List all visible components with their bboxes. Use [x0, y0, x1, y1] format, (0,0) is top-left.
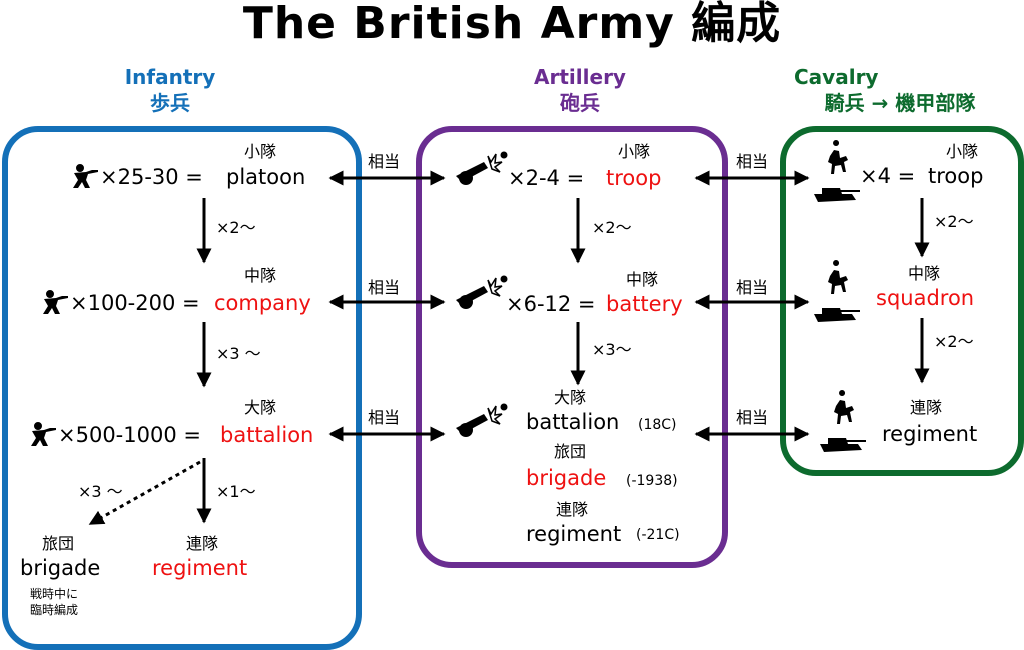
tank-icon [820, 438, 866, 452]
art-l1-label: 小隊 [618, 142, 651, 161]
inf-l2-count: ×100-200 = [70, 291, 200, 315]
art-l2-count: ×6-12 = [506, 292, 596, 316]
inf-l3-unit: battalion [220, 423, 314, 447]
inf-brigade-unit: brigade [20, 556, 101, 580]
inf-mult-3b: ×1～ [216, 482, 256, 501]
art-l2-unit: battery [606, 292, 683, 316]
art-l4-label: 旅団 [554, 442, 587, 461]
cannon-icon [456, 275, 508, 309]
inf-l2-label: 中隊 [244, 266, 277, 285]
inf-brigade-note2: 臨時編成 [30, 603, 79, 617]
infantry-name-en: Infantry [124, 65, 216, 89]
equiv-label: 相当 [736, 152, 769, 171]
inf-brigade-label: 旅団 [42, 534, 75, 553]
tank-icon [814, 188, 860, 202]
page-title: The British Army 編成 [242, 0, 782, 49]
artillery-box [416, 126, 728, 568]
art-l4-note: (-1938) [626, 473, 678, 489]
artillery-name-ja: 砲兵 [560, 91, 600, 115]
cav-l3-label: 連隊 [910, 398, 943, 417]
inf-l1-unit: platoon [226, 165, 306, 189]
equiv-label: 相当 [736, 278, 769, 297]
cavalry-name-en: Cavalry [794, 65, 879, 89]
cav-mult-1: ×2～ [934, 212, 974, 231]
art-l5-note: (-21C) [636, 527, 680, 543]
art-l3-unit: battalion [526, 410, 620, 434]
cavalry-header: Cavalry 騎兵 → 機甲部隊 [790, 64, 1010, 116]
infantry-name-ja: 歩兵 [150, 91, 190, 115]
horse-rider-icon [828, 260, 848, 294]
equiv-label: 相当 [368, 152, 401, 171]
tank-icon [814, 308, 860, 322]
equiv-label: 相当 [368, 278, 401, 297]
inf-regiment-label: 連隊 [186, 534, 219, 553]
cav-l1-label: 小隊 [946, 142, 979, 161]
cav-l1-count: ×4 = [860, 164, 916, 188]
cav-l2-label: 中隊 [908, 264, 941, 283]
inf-l1-count: ×25-30 = [100, 165, 203, 189]
art-l4-unit: brigade [526, 466, 607, 490]
inf-l1-label: 小隊 [244, 142, 277, 161]
inf-brigade-note1: 戦時中に [30, 587, 79, 601]
soldier-icon [31, 422, 56, 446]
equiv-label: 相当 [368, 408, 401, 427]
cannon-icon [456, 151, 508, 185]
soldier-icon [43, 290, 68, 314]
art-l5-label: 連隊 [556, 500, 589, 519]
cav-l1-unit: troop [928, 164, 984, 188]
equiv-label: 相当 [736, 408, 769, 427]
inf-regiment-unit: regiment [152, 556, 248, 580]
infantry-header: Infantry 歩兵 [100, 64, 240, 116]
artillery-name-en: Artillery [534, 65, 626, 89]
inf-mult-2: ×3 ～ [216, 344, 261, 363]
cavalry-name-ja: 騎兵 → 機甲部隊 [824, 91, 976, 115]
inf-mult-3a: ×3 ～ [78, 482, 123, 501]
horse-rider-icon [834, 390, 854, 424]
art-l3-note: (18C) [638, 417, 677, 433]
art-l1-unit: troop [606, 166, 662, 190]
horse-rider-icon [828, 140, 848, 174]
artillery-header: Artillery 砲兵 [500, 64, 660, 116]
cav-l2-unit: squadron [876, 286, 975, 310]
art-l2-label: 中隊 [626, 270, 659, 289]
art-l1-count: ×2-4 = [508, 166, 585, 190]
inf-mult-1: ×2～ [216, 218, 256, 237]
cav-l3-unit: regiment [882, 422, 978, 446]
soldier-icon [73, 164, 98, 188]
cannon-icon [456, 403, 508, 437]
art-l5-unit: regiment [526, 522, 622, 546]
art-mult-2: ×3～ [592, 340, 632, 359]
infantry-box [2, 126, 362, 650]
inf-l2-unit: company [214, 291, 311, 315]
inf-l3-label: 大隊 [244, 398, 277, 417]
cav-mult-2: ×2～ [934, 332, 974, 351]
art-mult-1: ×2～ [592, 218, 632, 237]
inf-l3-count: ×500-1000 = [58, 423, 201, 447]
dotted-arrow-inf-brigade [88, 460, 201, 526]
art-l3-label: 大隊 [554, 388, 587, 407]
